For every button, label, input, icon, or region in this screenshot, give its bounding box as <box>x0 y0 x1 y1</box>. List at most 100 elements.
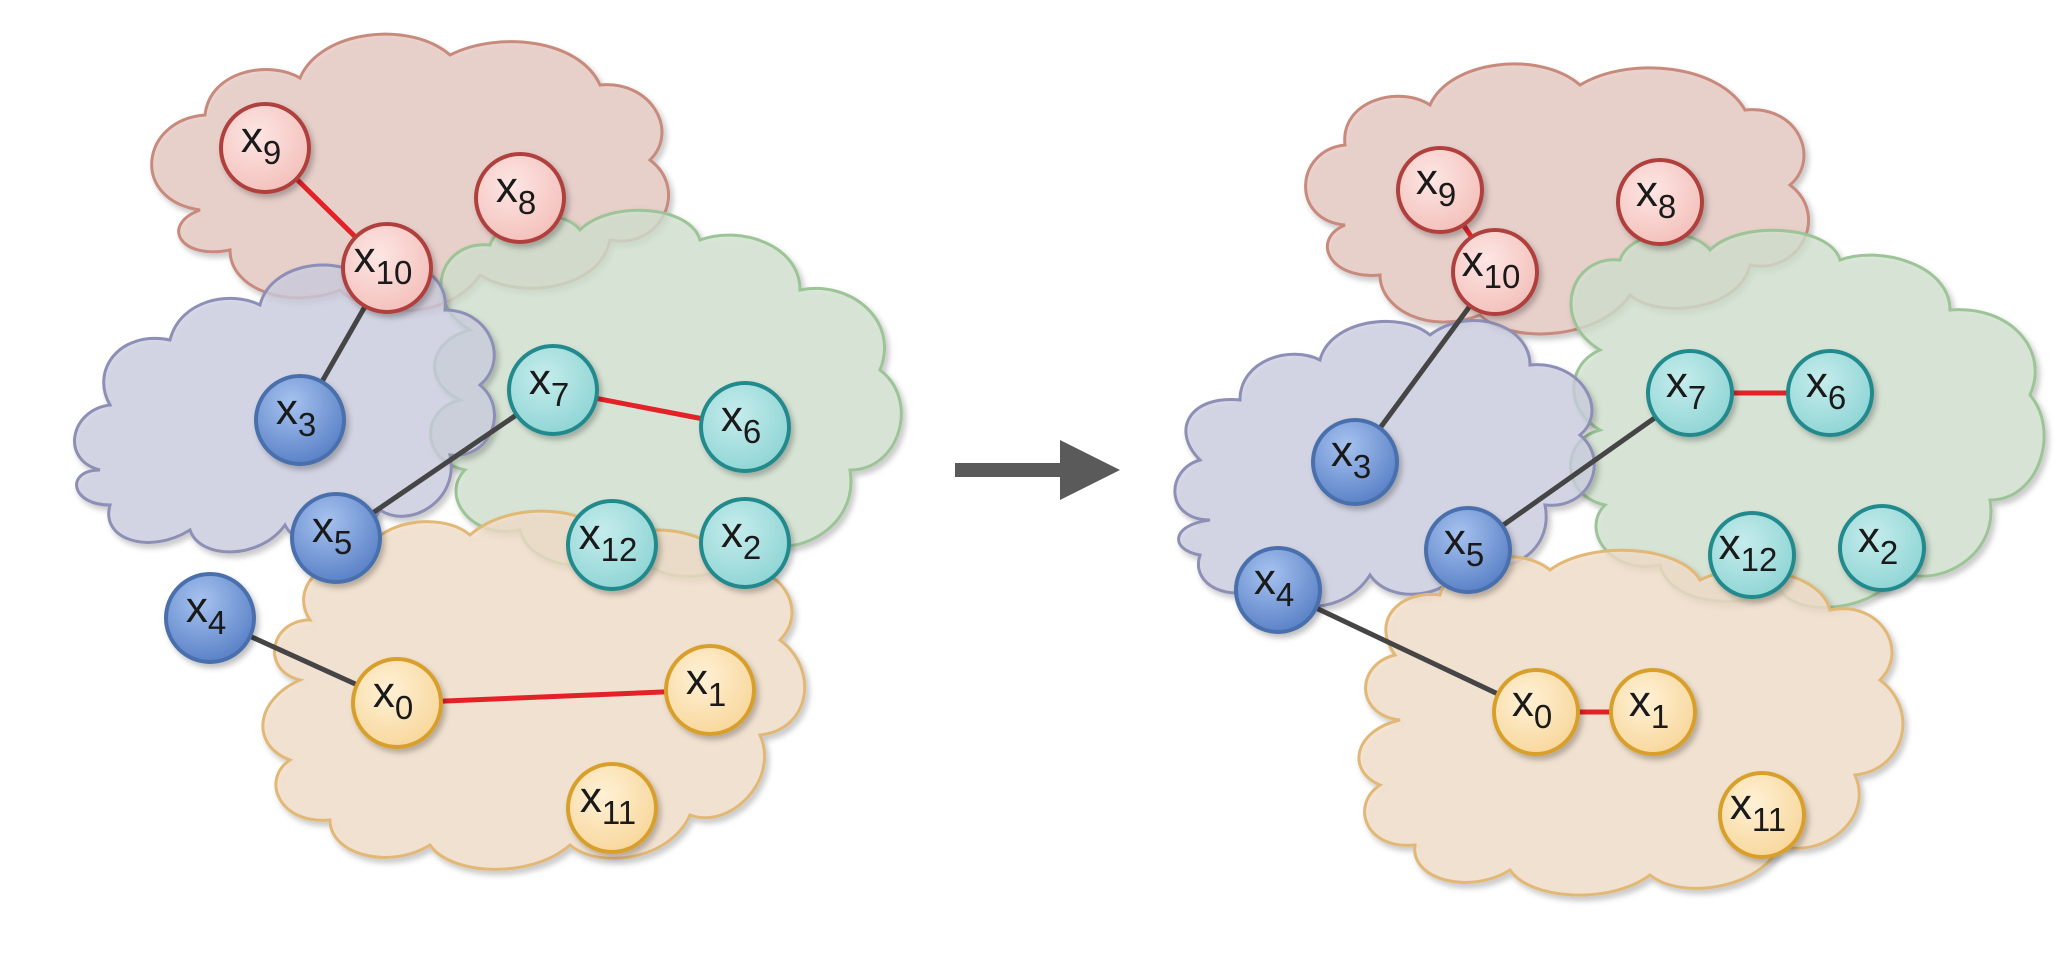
node-x3: x3 <box>254 374 346 466</box>
node-label: x11 <box>1730 780 1786 838</box>
node-x12: x12 <box>1708 511 1796 599</box>
node-circle <box>219 102 311 194</box>
node-label: x5 <box>312 503 352 561</box>
cluster-cloud-green <box>429 208 903 578</box>
node-circle <box>1234 546 1322 634</box>
node-label-base: x <box>1331 427 1353 476</box>
node-label-subscript: 2 <box>743 529 761 566</box>
node-label: x8 <box>1636 167 1676 225</box>
node-x2: x2 <box>1838 504 1926 592</box>
node-label: x1 <box>1629 677 1669 735</box>
node-circle <box>1451 228 1539 316</box>
node-x12: x12 <box>566 499 658 591</box>
node-label-base: x <box>276 385 298 434</box>
node-label: x12 <box>579 510 638 568</box>
node-label: x6 <box>1806 358 1846 416</box>
node-label-base: x <box>1858 513 1880 562</box>
node-label-base: x <box>529 355 551 404</box>
node-x9: x9 <box>219 102 311 194</box>
node-label: x0 <box>373 668 413 726</box>
node-label-base: x <box>1416 155 1438 204</box>
node-circle <box>351 657 443 749</box>
transition-arrow <box>955 440 1120 500</box>
node-label-base: x <box>580 773 602 822</box>
node-label-base: x <box>312 503 334 552</box>
node-label-subscript: 11 <box>602 794 636 831</box>
node-x11: x11 <box>1718 771 1806 859</box>
node-circle <box>566 499 658 591</box>
node-label-subscript: 12 <box>601 531 638 568</box>
node-x0: x0 <box>351 657 443 749</box>
node-label: x10 <box>1462 237 1521 295</box>
node-circle <box>566 762 658 854</box>
node-label-subscript: 11 <box>1752 801 1786 838</box>
node-label: x7 <box>1666 358 1706 416</box>
node-label-subscript: 1 <box>708 676 726 713</box>
node-label-base: x <box>1806 358 1828 407</box>
node-label-subscript: 7 <box>551 376 569 413</box>
node-label-base: x <box>1666 358 1688 407</box>
node-label-subscript: 5 <box>1466 536 1484 573</box>
node-x7: x7 <box>1646 349 1734 437</box>
node-label-subscript: 9 <box>1438 176 1456 213</box>
node-label: x4 <box>186 583 226 641</box>
node-circle <box>699 381 791 473</box>
node-circle <box>1718 771 1806 859</box>
node-circle <box>1492 668 1580 756</box>
node-x4: x4 <box>1234 546 1322 634</box>
node-x11: x11 <box>566 762 658 854</box>
node-x0: x0 <box>1492 668 1580 756</box>
node-label: x12 <box>1719 520 1778 578</box>
node-label-subscript: 4 <box>208 604 226 641</box>
node-label-base: x <box>1730 780 1752 829</box>
node-label-base: x <box>1636 167 1658 216</box>
node-label-subscript: 12 <box>1741 541 1778 578</box>
node-circle <box>664 644 756 736</box>
node-label-base: x <box>721 508 743 557</box>
edge-x7-x5 <box>1466 390 1692 553</box>
node-label-base: x <box>354 233 376 282</box>
node-circle <box>1646 349 1734 437</box>
node-circle <box>1396 146 1484 234</box>
node-label: x7 <box>529 355 569 413</box>
node-label: x3 <box>276 385 316 443</box>
node-label-base: x <box>721 392 743 441</box>
node-label: x0 <box>1512 677 1552 735</box>
node-label: x8 <box>496 163 536 221</box>
node-x7: x7 <box>507 344 599 436</box>
node-label: x2 <box>721 508 761 566</box>
node-x9: x9 <box>1396 146 1484 234</box>
node-label-subscript: 10 <box>376 254 413 291</box>
node-label-subscript: 4 <box>1276 576 1294 613</box>
node-circle <box>1311 418 1399 506</box>
node-label-base: x <box>373 668 395 717</box>
node-x10: x10 <box>1451 228 1539 316</box>
node-label-base: x <box>1719 520 1741 569</box>
node-label-subscript: 6 <box>743 413 761 450</box>
node-label-base: x <box>496 163 518 212</box>
node-circle <box>254 374 346 466</box>
node-label-subscript: 8 <box>518 184 536 221</box>
node-label-base: x <box>241 113 263 162</box>
node-x8: x8 <box>474 152 566 244</box>
node-label: x9 <box>1416 155 1456 213</box>
node-label: x9 <box>241 113 281 171</box>
node-circle <box>1609 668 1697 756</box>
node-x6: x6 <box>699 381 791 473</box>
node-label: x5 <box>1444 515 1484 573</box>
node-circle <box>1424 506 1512 594</box>
node-x6: x6 <box>1786 349 1874 437</box>
node-label-subscript: 1 <box>1651 698 1669 735</box>
node-label-subscript: 3 <box>298 406 316 443</box>
node-circle <box>164 572 256 664</box>
node-x1: x1 <box>1609 668 1697 756</box>
node-label-subscript: 9 <box>263 134 281 171</box>
node-label: x4 <box>1254 555 1294 613</box>
node-x10: x10 <box>341 222 433 314</box>
clusters-after <box>1173 62 2046 897</box>
node-label: x11 <box>580 773 636 831</box>
node-label-base: x <box>579 510 601 559</box>
node-label-base: x <box>686 655 708 704</box>
